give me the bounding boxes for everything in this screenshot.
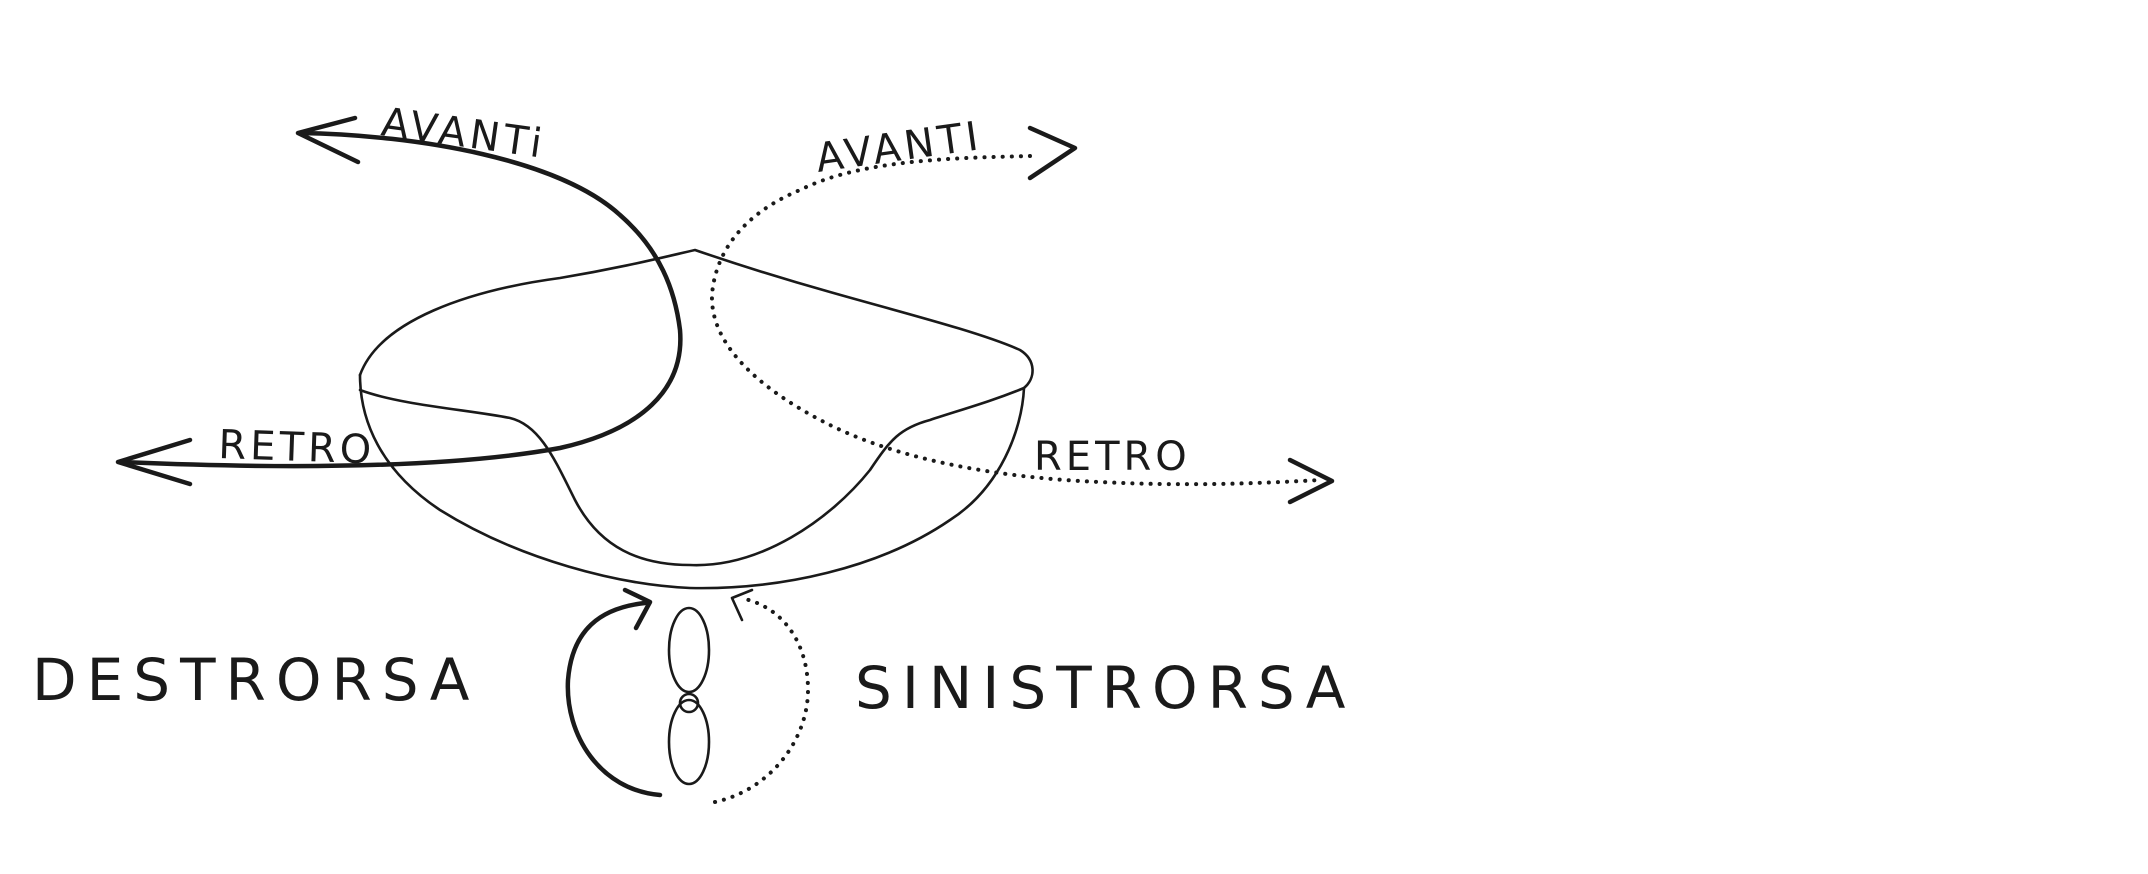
rotation-arrow-dotted xyxy=(713,596,811,804)
hull-inner-keel xyxy=(358,386,1026,567)
hull-rim-top xyxy=(358,248,1034,390)
rotation-arrowhead-solid xyxy=(622,587,653,631)
propeller-blade-bottom xyxy=(667,698,711,786)
label-retro-left: RETRO xyxy=(218,422,376,473)
rotation-arrow-solid xyxy=(565,600,663,798)
label-destrorsa: DESTRORSA xyxy=(32,646,479,714)
label-avanti-right: AVANTI xyxy=(813,113,985,182)
propeller-blade-top xyxy=(667,606,711,694)
label-avanti-left: AVANTi xyxy=(379,99,549,168)
dotted-rotation-path xyxy=(709,125,1335,505)
hull-outer-bottom xyxy=(358,373,1026,590)
hull-shape xyxy=(358,248,1034,590)
arrowhead-left-top xyxy=(295,115,361,165)
solid-rotation-path xyxy=(115,115,683,487)
label-retro-right: RETRO xyxy=(1034,434,1191,480)
arrowhead-right-bottom xyxy=(1287,457,1335,505)
rotation-arrows xyxy=(565,587,811,804)
arrowhead-right-top xyxy=(1027,125,1078,181)
solid-curve xyxy=(117,130,683,469)
arrowhead-left-bottom xyxy=(115,437,193,487)
propeller-hub xyxy=(678,692,700,714)
dotted-curve xyxy=(709,154,1322,487)
rotation-arrowhead-dotted xyxy=(730,588,754,622)
propeller-icon xyxy=(667,606,711,786)
label-sinistrorsa: SINISTRORSA xyxy=(855,654,1355,722)
